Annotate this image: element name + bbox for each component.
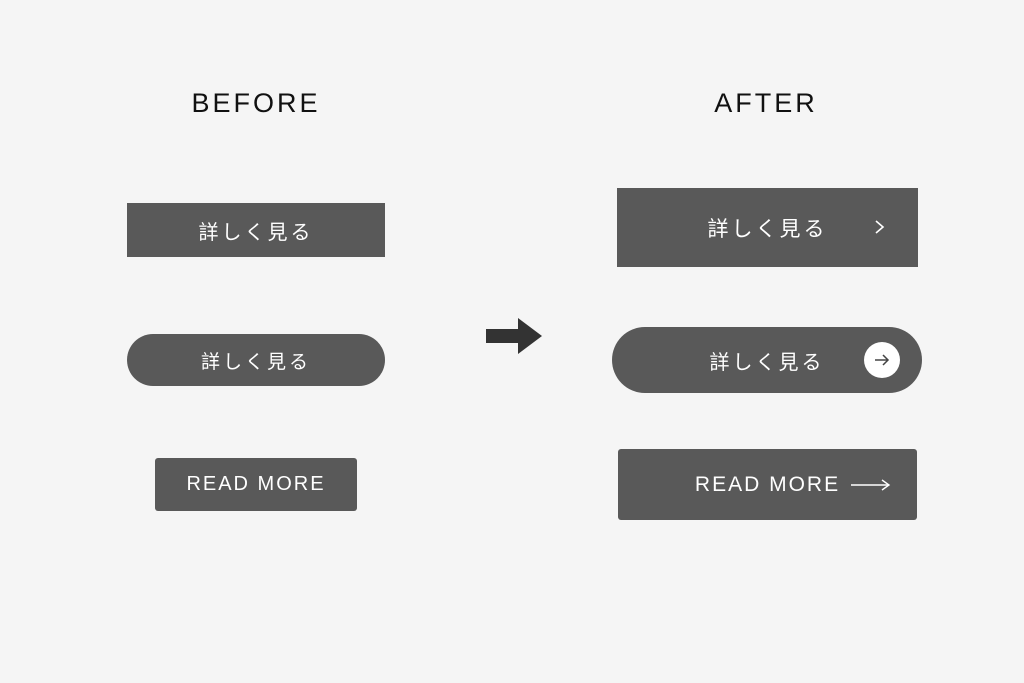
arrow-right-icon	[486, 318, 542, 354]
before-details-square-button[interactable]: 詳しく見る	[127, 203, 385, 257]
after-heading: AFTER	[714, 88, 818, 118]
circle-arrow-right-icon	[864, 342, 900, 378]
after-details-square-label: 詳しく見る	[707, 216, 828, 241]
before-read-more-button[interactable]: READ MORE	[155, 458, 357, 511]
after-read-more-button[interactable]: READ MORE	[618, 449, 917, 520]
after-details-pill-label: 詳しく見る	[709, 349, 825, 374]
chevron-right-icon	[875, 220, 885, 234]
after-details-pill-button[interactable]: 詳しく見る	[612, 327, 922, 393]
before-details-pill-button[interactable]: 詳しく見る	[127, 334, 385, 386]
before-read-more-label: READ MORE	[186, 473, 326, 495]
before-details-square-label: 詳しく見る	[198, 219, 314, 244]
after-read-more-label: READ MORE	[694, 472, 841, 496]
before-heading: BEFORE	[191, 88, 321, 118]
long-arrow-right-icon	[851, 479, 891, 491]
before-details-pill-label: 詳しく見る	[200, 350, 311, 373]
after-details-square-button[interactable]: 詳しく見る	[617, 188, 918, 267]
